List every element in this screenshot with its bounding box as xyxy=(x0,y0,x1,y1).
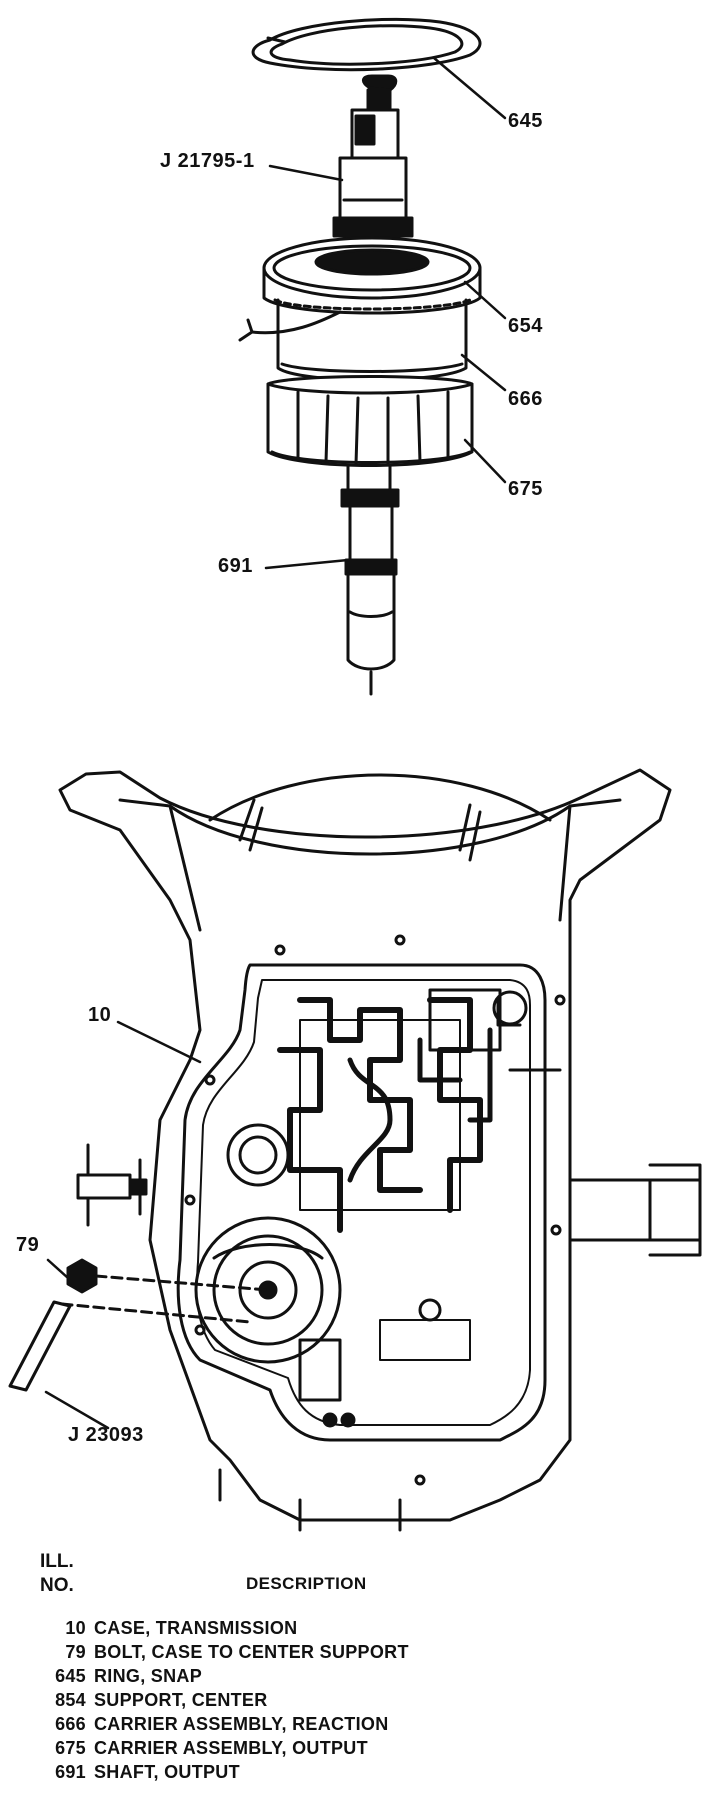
legend-no-label: NO. xyxy=(40,1575,74,1596)
legend-rows: 10 CASE, TRANSMISSION 79 BOLT, CASE TO C… xyxy=(40,1616,680,1784)
callout-675: 675 xyxy=(508,478,543,500)
transmission-case xyxy=(58,768,672,1532)
legend-row: 691 SHAFT, OUTPUT xyxy=(40,1760,680,1784)
legend-row: 10 CASE, TRANSMISSION xyxy=(40,1616,680,1640)
legend-header: ILL. NO. DESCRIPTION xyxy=(40,1550,680,1602)
t-handle-tool xyxy=(76,1143,148,1227)
callout-79: 79 xyxy=(16,1234,40,1256)
legend-row-description: BOLT, CASE TO CENTER SUPPORT xyxy=(94,1642,409,1662)
legend-row: 854 SUPPORT, CENTER xyxy=(40,1688,680,1712)
legend-row-description: CARRIER ASSEMBLY, OUTPUT xyxy=(94,1738,368,1758)
leader-lines xyxy=(44,56,507,1430)
center-support xyxy=(238,236,482,342)
parts-legend: ILL. NO. DESCRIPTION 10 CASE, TRANSMISSI… xyxy=(40,1550,680,1784)
output-carrier xyxy=(266,375,474,467)
legend-row-description: SUPPORT, CENTER xyxy=(94,1690,268,1710)
callout-10: 10 xyxy=(88,1004,112,1026)
legend-row-description: CASE, TRANSMISSION xyxy=(94,1618,298,1638)
legend-row: 675 CARRIER ASSEMBLY, OUTPUT xyxy=(40,1736,680,1760)
output-shaft xyxy=(340,464,400,696)
legend-row-number: 645 xyxy=(55,1666,86,1686)
bolt xyxy=(66,1258,270,1294)
tool-holder xyxy=(332,74,414,238)
legend-row: 79 BOLT, CASE TO CENTER SUPPORT xyxy=(40,1640,680,1664)
legend-row-number: 666 xyxy=(55,1714,86,1734)
callout-j23093: J 23093 xyxy=(68,1424,144,1446)
legend-row-description: SHAFT, OUTPUT xyxy=(94,1762,240,1782)
legend-row-number: 79 xyxy=(65,1642,86,1662)
callout-j21795-1: J 21795-1 xyxy=(160,150,255,172)
legend-row-number: 691 xyxy=(55,1762,86,1782)
legend-description-heading: DESCRIPTION xyxy=(246,1574,367,1593)
legend-row-number: 675 xyxy=(55,1738,86,1758)
legend-row-description: CARRIER ASSEMBLY, REACTION xyxy=(94,1714,389,1734)
legend-ill-no-heading: ILL. NO. xyxy=(40,1550,74,1598)
callout-691: 691 xyxy=(218,555,253,577)
wrench-tool xyxy=(8,1300,252,1392)
legend-row: 666 CARRIER ASSEMBLY, REACTION xyxy=(40,1712,680,1736)
legend-row: 645 RING, SNAP xyxy=(40,1664,680,1688)
legend-row-number: 854 xyxy=(55,1690,86,1710)
legend-ill-label: ILL. xyxy=(40,1551,74,1572)
output-shaft-stub xyxy=(568,1163,702,1257)
legend-row-number: 10 xyxy=(65,1618,86,1638)
callout-666: 666 xyxy=(508,388,543,410)
callout-654: 654 xyxy=(508,315,543,337)
snap-ring xyxy=(251,17,482,72)
legend-row-description: RING, SNAP xyxy=(94,1666,203,1686)
callout-645: 645 xyxy=(508,110,543,132)
